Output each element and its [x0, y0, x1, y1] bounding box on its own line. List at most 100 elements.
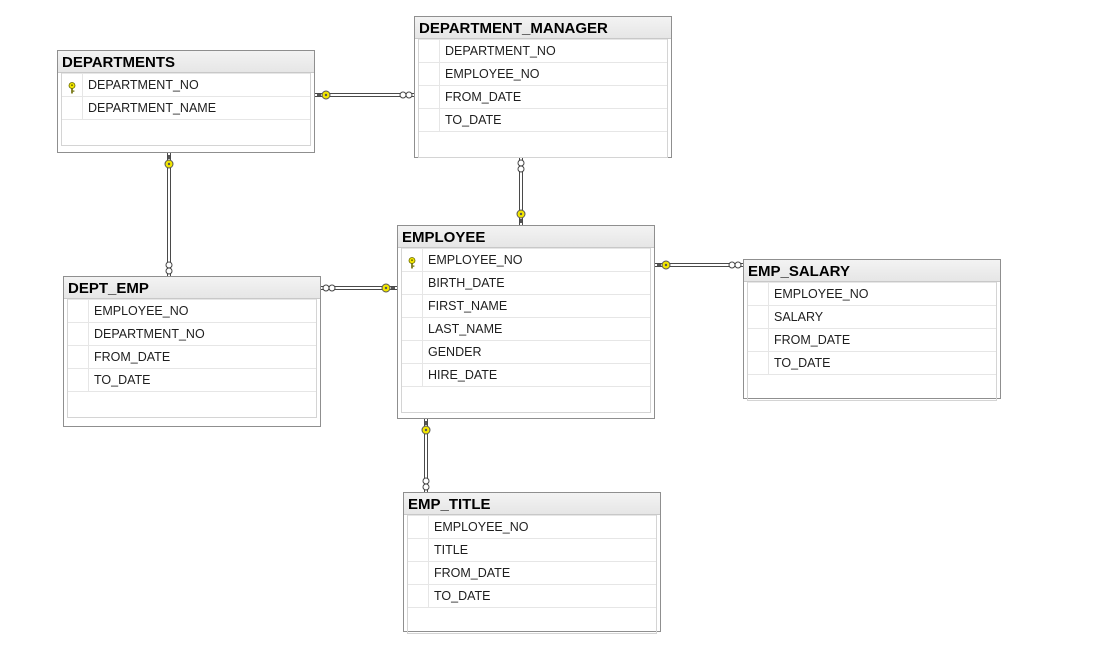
- column-name: DEPARTMENT_NO: [445, 44, 556, 58]
- column-name: LAST_NAME: [428, 322, 503, 336]
- row-selector[interactable]: [402, 272, 423, 294]
- column-row[interactable]: TO_DATE: [748, 351, 996, 374]
- column-row[interactable]: EMPLOYEE_NO: [419, 62, 667, 85]
- table-employee[interactable]: EMPLOYEE EMPLOYEE_NO BIRTH_DATE FIRST_NAME L…: [397, 225, 655, 419]
- column-row[interactable]: TO_DATE: [408, 584, 656, 607]
- infinity-end-icon: [422, 477, 430, 491]
- column-row[interactable]: DEPARTMENT_NO: [68, 322, 316, 345]
- column-name: GENDER: [428, 345, 482, 359]
- column-row[interactable]: DEPARTMENT_NO: [419, 39, 667, 62]
- row-selector[interactable]: [68, 300, 89, 322]
- row-selector[interactable]: [419, 86, 440, 108]
- column-row[interactable]: EMPLOYEE_NO: [748, 282, 996, 305]
- new-column-row[interactable]: [748, 374, 996, 400]
- column-name: TO_DATE: [774, 356, 831, 370]
- new-column-row[interactable]: [68, 391, 316, 417]
- row-selector[interactable]: [408, 539, 429, 561]
- infinity-end-icon: [322, 284, 336, 292]
- key-end-icon: [317, 90, 331, 100]
- key-end-icon: [164, 155, 174, 169]
- row-selector[interactable]: [62, 74, 83, 96]
- column-row[interactable]: GENDER: [402, 340, 650, 363]
- row-selector[interactable]: [408, 562, 429, 584]
- row-selector[interactable]: [402, 295, 423, 317]
- relationship-employee-to-emp-salary[interactable]: [655, 260, 743, 270]
- table-title[interactable]: EMP_SALARY: [744, 260, 1000, 282]
- column-row[interactable]: BIRTH_DATE: [402, 271, 650, 294]
- column-name: FROM_DATE: [434, 566, 511, 580]
- key-end-icon: [381, 283, 395, 293]
- table-title[interactable]: EMP_TITLE: [404, 493, 660, 515]
- column-row[interactable]: FROM_DATE: [419, 85, 667, 108]
- table-emp-salary[interactable]: EMP_SALARY EMPLOYEE_NO SALARY FROM_DATE TO_D…: [743, 259, 1001, 401]
- column-row[interactable]: EMPLOYEE_NO: [408, 515, 656, 538]
- column-grid: EMPLOYEE_NO BIRTH_DATE FIRST_NAME LAST_NAME…: [401, 248, 651, 413]
- key-end-icon: [516, 209, 526, 223]
- column-row[interactable]: DEPARTMENT_NAME: [62, 96, 310, 119]
- new-column-row[interactable]: [402, 386, 650, 412]
- column-name: FROM_DATE: [774, 333, 851, 347]
- column-name: HIRE_DATE: [428, 368, 498, 382]
- column-row[interactable]: FROM_DATE: [68, 345, 316, 368]
- relationship-employee-to-department-manager[interactable]: [516, 158, 526, 225]
- column-name: TO_DATE: [445, 113, 502, 127]
- column-row[interactable]: EMPLOYEE_NO: [402, 248, 650, 271]
- relationship-departments-to-department-manager[interactable]: [315, 90, 414, 100]
- column-row[interactable]: TO_DATE: [68, 368, 316, 391]
- column-name: FIRST_NAME: [428, 299, 508, 313]
- row-selector[interactable]: [748, 352, 769, 374]
- relationship-departments-to-dept-emp[interactable]: [164, 153, 174, 276]
- row-selector[interactable]: [402, 341, 423, 363]
- relationship-employee-to-dept-emp[interactable]: [321, 283, 397, 293]
- row-selector[interactable]: [419, 63, 440, 85]
- row-selector[interactable]: [419, 40, 440, 62]
- column-name: SALARY: [774, 310, 824, 324]
- column-row[interactable]: FROM_DATE: [748, 328, 996, 351]
- column-name: EMPLOYEE_NO: [774, 287, 869, 301]
- infinity-end-icon: [399, 91, 413, 99]
- column-row[interactable]: FROM_DATE: [408, 561, 656, 584]
- table-department-manager[interactable]: DEPARTMENT_MANAGER DEPARTMENT_NO EMPLOYEE_…: [414, 16, 672, 158]
- column-row[interactable]: LAST_NAME: [402, 317, 650, 340]
- new-column-row[interactable]: [408, 607, 656, 633]
- column-name: EMPLOYEE_NO: [428, 253, 523, 267]
- row-selector[interactable]: [402, 318, 423, 340]
- column-grid: DEPARTMENT_NO EMPLOYEE_NO FROM_DATE TO_DATE: [418, 39, 668, 158]
- table-emp-title[interactable]: EMP_TITLE EMPLOYEE_NO TITLE FROM_DATE TO_DAT…: [403, 492, 661, 634]
- row-selector[interactable]: [68, 369, 89, 391]
- column-name: DEPARTMENT_NAME: [88, 101, 217, 115]
- row-selector[interactable]: [748, 283, 769, 305]
- column-name: EMPLOYEE_NO: [445, 67, 540, 81]
- new-column-row[interactable]: [62, 119, 310, 145]
- column-name: FROM_DATE: [445, 90, 522, 104]
- table-title[interactable]: DEPARTMENTS: [58, 51, 314, 73]
- column-row[interactable]: SALARY: [748, 305, 996, 328]
- row-selector[interactable]: [68, 323, 89, 345]
- row-selector[interactable]: [408, 585, 429, 607]
- row-selector[interactable]: [402, 249, 423, 271]
- column-row[interactable]: EMPLOYEE_NO: [68, 299, 316, 322]
- relationship-employee-to-emp-title[interactable]: [421, 419, 431, 492]
- column-row[interactable]: FIRST_NAME: [402, 294, 650, 317]
- row-selector[interactable]: [68, 346, 89, 368]
- row-selector[interactable]: [748, 329, 769, 351]
- row-selector[interactable]: [402, 364, 423, 386]
- new-column-row[interactable]: [419, 131, 667, 157]
- row-selector[interactable]: [748, 306, 769, 328]
- column-name: FROM_DATE: [94, 350, 171, 364]
- key-end-icon: [421, 421, 431, 435]
- table-title[interactable]: DEPT_EMP: [64, 277, 320, 299]
- row-selector[interactable]: [419, 109, 440, 131]
- column-row[interactable]: TO_DATE: [419, 108, 667, 131]
- row-selector[interactable]: [408, 516, 429, 538]
- table-title[interactable]: EMPLOYEE: [398, 226, 654, 248]
- table-title[interactable]: DEPARTMENT_MANAGER: [415, 17, 671, 39]
- row-selector[interactable]: [62, 97, 83, 119]
- column-row[interactable]: TITLE: [408, 538, 656, 561]
- column-name: EMPLOYEE_NO: [434, 520, 529, 534]
- column-grid: DEPARTMENT_NO DEPARTMENT_NAME: [61, 73, 311, 146]
- column-row[interactable]: HIRE_DATE: [402, 363, 650, 386]
- column-row[interactable]: DEPARTMENT_NO: [62, 73, 310, 96]
